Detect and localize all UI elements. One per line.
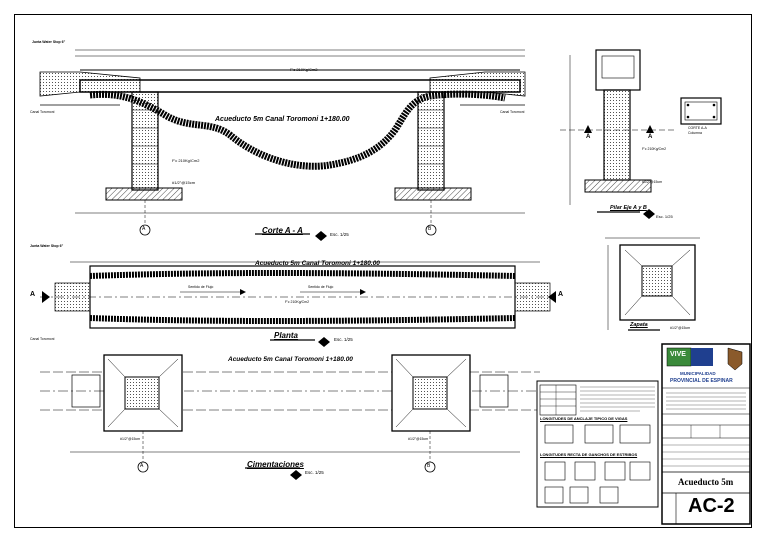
concrete-note: F'c 210Kg/Cm2 <box>290 67 318 72</box>
province-label: PROVINCIAL DE ESPINAR <box>670 378 733 384</box>
plan-scale: Esc. 1/25 <box>334 337 353 342</box>
plan-water-stop-label: Junta Water Stop 6" <box>30 244 64 248</box>
pillar-concrete-note: F'c 210Kg/Cm2 <box>642 147 667 151</box>
foundation-view <box>40 354 540 480</box>
pillar-rebar-note: #1/2"@15cm <box>642 180 663 184</box>
footing-detail <box>605 237 700 331</box>
details-panel <box>536 380 659 508</box>
foundation-scale: Esc. 1/25 <box>305 470 324 475</box>
section-title: Corte A - A <box>262 226 303 235</box>
canal-label-left: Canal Toromoni <box>30 110 55 114</box>
concrete-note-pillar: F'c 210Kg/Cm2 <box>172 158 200 163</box>
flow-label-1: Sentido de Flujo <box>188 285 214 289</box>
pillar-title: Pilar Eje A y B <box>610 205 647 211</box>
pillar-scale: Esc. 1/25 <box>656 214 673 219</box>
plan-cut-right: A <box>558 291 564 298</box>
axis-a-label: A <box>142 226 146 232</box>
drawing-sheet <box>14 14 752 528</box>
plan-canal-label: Canal Toromoni <box>30 337 55 341</box>
foundation-view-title: Cimentaciones <box>247 460 304 469</box>
plan-title: Acueducto 5m Canal Toromoni 1+180.00 <box>255 260 380 267</box>
plan-cut-left: A <box>30 291 36 298</box>
pillar-section-label: CORTE A-A <box>688 126 707 130</box>
foundation-title: Acueducto 5m Canal Toromoni 1+180.00 <box>228 356 353 363</box>
footing-title: Zapata <box>630 322 648 328</box>
plan-view-title: Planta <box>274 331 299 340</box>
foundation-rebar-note-1: #1/2"@15cm <box>120 437 141 441</box>
plan-view <box>40 261 556 347</box>
footing-rebar-note: #1/2"@15cm <box>670 326 691 330</box>
drawing-name: Acueducto 5m <box>678 477 734 487</box>
axis-b-label: B <box>428 226 432 232</box>
pillar-detail <box>560 49 722 219</box>
sheet-number: AC-2 <box>688 495 735 517</box>
section-scale: Esc. 1/25 <box>330 232 349 237</box>
pillar-cut-right: A <box>648 134 653 140</box>
foundation-axis-a: A <box>140 463 144 469</box>
pillar-section-sub: Columna <box>688 131 703 135</box>
title-block <box>661 343 751 525</box>
logo-text: VIVE <box>670 351 686 358</box>
elevation-view <box>39 49 526 241</box>
rebar-note: #1/2"@15cm <box>172 180 196 185</box>
canal-label-right: Canal Toromoni <box>500 110 525 114</box>
elevation-title: Acueducto 5m Canal Toromoni 1+180.00 <box>215 116 350 123</box>
foundation-rebar-note-2: #1/2"@15cm <box>408 437 429 441</box>
water-stop-label: Junta Water Stop 6" <box>32 40 66 44</box>
municipality-label: MUNICIPALIDAD <box>680 371 716 376</box>
anchorage-title: LONGITUDES DE ANCLAJE TIPICO DE VIGAS <box>540 416 628 421</box>
foundation-axis-b: B <box>427 463 431 469</box>
plan-concrete-note: F'c 210Kg/Cm2 <box>285 300 310 304</box>
stirrup-title: LONGITUDES RECTA DE GANCHOS DE ESTRIBOS <box>540 452 638 457</box>
flow-label-2: Sentido de Flujo <box>308 285 334 289</box>
pillar-cut-left: A <box>586 134 591 140</box>
